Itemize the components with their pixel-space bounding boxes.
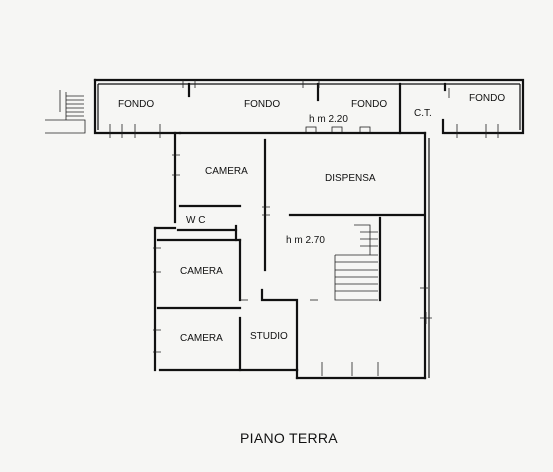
staircase — [334, 224, 378, 301]
room-label-ct: C.T. — [414, 108, 432, 119]
room-label-fondo-1: FONDO — [118, 99, 154, 110]
entry-stairs-left — [45, 90, 86, 134]
room-label-wc: W C — [186, 215, 205, 226]
plan-title: PIANO TERRA — [240, 430, 338, 446]
upper-strip-walls — [93, 78, 525, 138]
room-label-camera-1: CAMERA — [205, 166, 248, 177]
room-label-fondo-3: FONDO — [351, 99, 387, 110]
room-label-fondo-2: FONDO — [244, 99, 280, 110]
room-label-fondo-4: FONDO — [469, 93, 505, 104]
door-marks — [153, 154, 432, 376]
room-label-camera-3: CAMERA — [180, 333, 223, 344]
room-label-studio: STUDIO — [250, 331, 288, 342]
height-label-main: h m 2.70 — [286, 235, 325, 246]
height-label-upper: h m 2.20 — [309, 114, 348, 125]
main-house-walls — [153, 131, 430, 380]
room-label-dispensa: DISPENSA — [325, 173, 376, 184]
room-label-camera-2: CAMERA — [180, 266, 223, 277]
